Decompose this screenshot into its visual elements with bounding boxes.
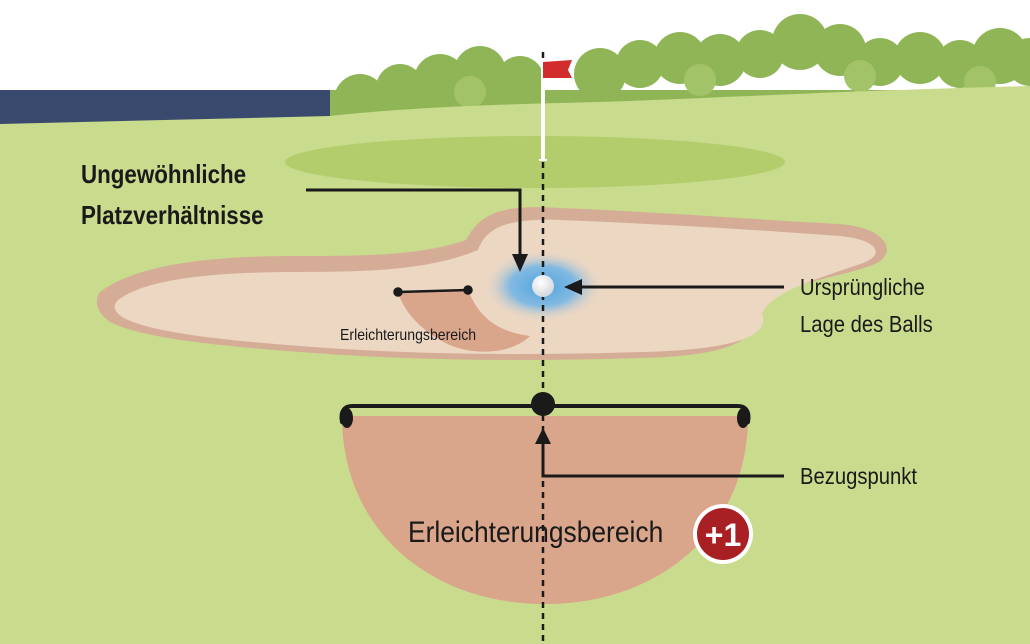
- bracket-end-right: [737, 408, 749, 428]
- reference-point-arrowhead: [535, 428, 551, 444]
- tree-highlights: [454, 60, 996, 108]
- reference-point-dot: [531, 392, 555, 416]
- relief-area-small-label: Erleichterungsbereich: [340, 326, 476, 344]
- penalty-badge-label: +1: [705, 517, 741, 553]
- golf-ball-icon: [532, 275, 554, 297]
- original-position-arrowhead: [564, 279, 582, 295]
- title-line2: Platzverhältnisse: [81, 201, 264, 230]
- flag-icon: [539, 60, 572, 161]
- original-position-label-line2: Lage des Balls: [800, 311, 933, 338]
- penalty-badge-icon: [693, 504, 753, 564]
- condition-pointer-arrowhead: [512, 254, 528, 272]
- relief-area-small-marker: [393, 285, 473, 297]
- condition-pointer-arrow: [306, 188, 522, 258]
- putting-green: [285, 136, 785, 188]
- reference-point-arrow: [541, 440, 784, 478]
- reference-point-label: Bezugspunkt: [800, 463, 917, 490]
- relief-area-large: [342, 416, 748, 604]
- bracket-end-left: [341, 408, 353, 428]
- title-line1: Ungewöhnliche: [81, 160, 246, 189]
- original-position-label-line1: Ursprüngliche: [800, 274, 925, 301]
- relief-area-large-label: Erleichterungsbereich: [408, 514, 663, 548]
- relief-area-small: [398, 290, 530, 352]
